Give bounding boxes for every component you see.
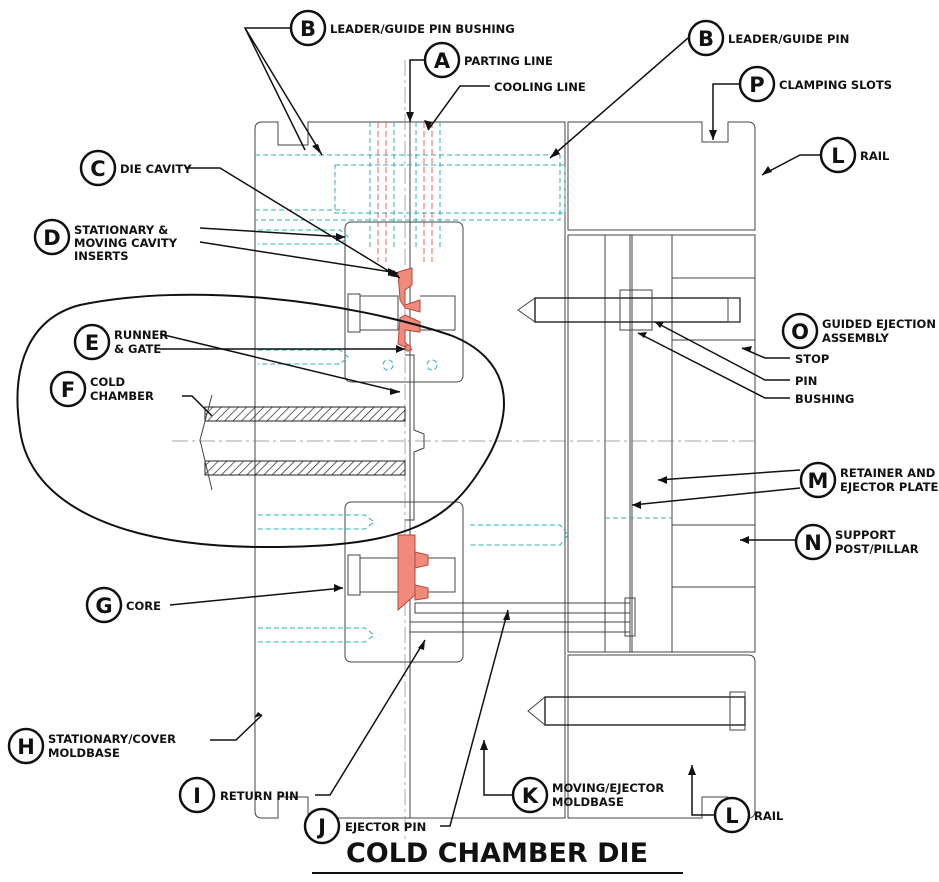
- label-ejector-pin: EJECTOR PIN: [345, 820, 426, 834]
- callout-b2: B LEADER/GUIDE PIN: [687, 19, 849, 57]
- cold-chamber-lower-wall: [204, 460, 406, 476]
- callout-p: P CLAMPING SLOTS: [738, 65, 892, 103]
- label-cooling-line: COOLING LINE: [494, 80, 586, 94]
- hidden-bolts: [258, 229, 672, 643]
- ejector-pin: [414, 602, 631, 614]
- badge-b2-letter: B: [698, 27, 714, 51]
- label-stop: STOP: [795, 352, 829, 366]
- callout-o: O GUIDED EJECTION ASSEMBLY STOP PIN BUSH…: [781, 312, 936, 406]
- label-k-line2: MOLDBASE: [552, 795, 624, 809]
- badge-o-letter: O: [791, 320, 809, 344]
- badge-l1-letter: L: [831, 144, 844, 168]
- callout-h: H STATIONARY/COVER MOLDBASE: [7, 727, 176, 765]
- ejector-plate: [631, 234, 673, 653]
- cold-chamber-upper-wall: [204, 406, 406, 422]
- label-n-line2: POST/PILLAR: [835, 542, 919, 556]
- badge-k-letter: K: [522, 784, 539, 808]
- badge-a-letter: A: [434, 49, 451, 73]
- label-d-line2: MOVING CAVITY: [74, 236, 178, 250]
- label-rail-bottom: RAIL: [754, 809, 784, 823]
- callout-b1: B LEADER/GUIDE PIN BUSHING: [289, 9, 515, 47]
- badge-b1-letter: B: [300, 17, 316, 41]
- die-cavity-casting: [397, 267, 429, 612]
- rail-top: [567, 121, 756, 231]
- badge-h-letter: H: [17, 735, 35, 759]
- badge-j-letter: J: [316, 815, 326, 839]
- callout-cooling-line: COOLING LINE: [494, 80, 586, 94]
- badge-c-letter: C: [90, 157, 105, 181]
- leader-pin-lower: [544, 696, 746, 726]
- callout-i: I RETURN PIN: [178, 776, 299, 814]
- support-pillar-block: [671, 524, 756, 588]
- stationary-moldbase-outline: [254, 121, 411, 819]
- label-e-line1: RUNNER: [114, 328, 168, 342]
- callout-c: C DIE CAVITY: [79, 149, 192, 187]
- moving-moldbase-outline: [410, 121, 566, 819]
- label-e-line2: & GATE: [114, 342, 161, 356]
- label-leader-guide-pin: LEADER/GUIDE PIN: [728, 32, 849, 46]
- badge-p-letter: P: [749, 73, 764, 97]
- retainer-plate: [604, 234, 631, 653]
- badge-n-letter: N: [804, 531, 822, 555]
- callout-l1: L RAIL: [819, 136, 890, 174]
- label-parting-line: PARTING LINE: [464, 54, 553, 68]
- badge-f-letter: F: [61, 378, 75, 402]
- guided-ejection-pin: [534, 297, 741, 323]
- cold-chamber-region-outline: [16, 293, 505, 549]
- leader-lines: [159, 27, 820, 827]
- label-clamping-slots: CLAMPING SLOTS: [779, 78, 892, 92]
- stationary-cavity-insert: [344, 221, 464, 383]
- label-d-line1: STATIONARY &: [74, 223, 168, 237]
- moving-cavity-insert: [344, 501, 464, 663]
- callout-l2: L RAIL: [713, 796, 784, 834]
- label-leader-guide-pin-bushing: LEADER/GUIDE PIN BUSHING: [330, 22, 515, 36]
- label-m-line2: EJECTOR PLATE: [840, 480, 939, 494]
- label-h-line2: MOLDBASE: [48, 746, 120, 760]
- label-bushing: BUSHING: [795, 392, 854, 406]
- arrowheads: [254, 112, 772, 775]
- label-die-cavity: DIE CAVITY: [120, 162, 192, 176]
- callout-a: A PARTING LINE: [423, 41, 553, 79]
- badge-l2-letter: L: [725, 804, 738, 828]
- label-o-line1: GUIDED EJECTION: [822, 317, 936, 331]
- callout-f: F COLD CHAMBER: [49, 370, 154, 408]
- label-n-line1: SUPPORT: [835, 528, 896, 542]
- label-f-line2: CHAMBER: [90, 389, 154, 403]
- badge-e-letter: E: [85, 331, 99, 355]
- callout-d: D STATIONARY & MOVING CAVITY INSERTS: [33, 218, 178, 263]
- diagram-title: COLD CHAMBER DIE: [346, 838, 648, 869]
- label-h-line1: STATIONARY/COVER: [48, 732, 176, 746]
- label-m-line1: RETAINER AND: [840, 466, 935, 480]
- label-k-line1: MOVING/EJECTOR: [552, 781, 664, 795]
- label-return-pin: RETURN PIN: [220, 789, 299, 803]
- label-core: CORE: [126, 599, 161, 613]
- label-rail-top: RAIL: [860, 149, 890, 163]
- label-d-line3: INSERTS: [74, 249, 129, 263]
- die-drawing: [172, 60, 756, 840]
- callout-j: J EJECTOR PIN: [303, 807, 426, 845]
- badge-g-letter: G: [95, 594, 112, 618]
- callout-e: E RUNNER & GATE: [73, 323, 168, 361]
- label-pin: PIN: [795, 374, 817, 388]
- callout-n: N SUPPORT POST/PILLAR: [794, 523, 919, 561]
- label-f-line1: COLD: [90, 375, 125, 389]
- label-o-line2: ASSEMBLY: [822, 331, 890, 345]
- callout-k: K MOVING/EJECTOR MOLDBASE: [511, 776, 664, 814]
- badge-m-letter: M: [808, 469, 829, 493]
- badge-d-letter: D: [43, 226, 60, 250]
- badge-i-letter: I: [193, 784, 201, 808]
- return-pin: [409, 621, 631, 633]
- callout-m: M RETAINER AND EJECTOR PLATE: [799, 461, 939, 499]
- callout-g: G CORE: [85, 586, 161, 624]
